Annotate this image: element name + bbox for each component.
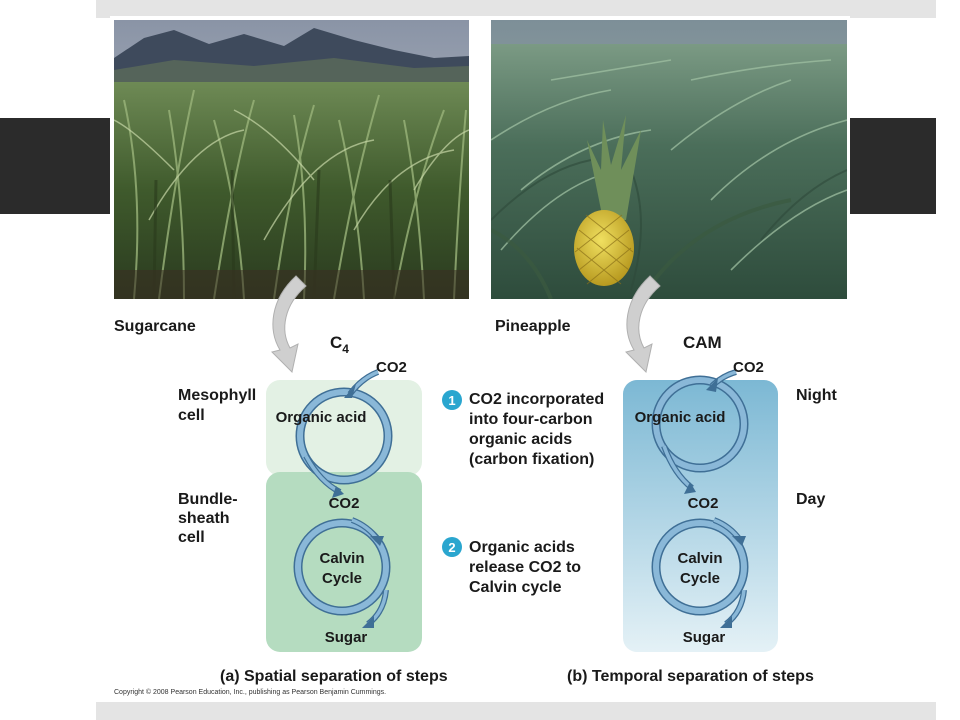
step1-line1: CO2 incorporated xyxy=(469,391,604,408)
step2-line1: Organic acids xyxy=(469,539,575,556)
bundle-label-line3: cell xyxy=(178,529,205,546)
c4-organic-acid-cycle xyxy=(295,387,393,485)
step2-line2: release CO2 to xyxy=(469,559,581,576)
step1-line4: (carbon fixation) xyxy=(469,451,594,468)
cam-heading: CAM xyxy=(683,333,722,352)
step2-number: 2 xyxy=(448,540,455,555)
night-label: Night xyxy=(796,387,838,404)
background-strip-top xyxy=(96,0,936,18)
dark-band-left xyxy=(0,118,110,214)
step1-number: 1 xyxy=(448,393,455,408)
step2-line3: Calvin cycle xyxy=(469,579,562,596)
sugarcane-photo xyxy=(114,20,469,299)
c4-co2-mid-label: CO2 xyxy=(329,495,360,512)
dark-band-right xyxy=(850,118,936,214)
c4-calvin-label-line1: Calvin xyxy=(319,550,364,567)
background-strip-bottom xyxy=(96,702,936,720)
cam-organic-acid-cycle xyxy=(651,375,749,473)
sugarcane-pointer-arrow xyxy=(271,275,307,374)
pineapple-caption: Pineapple xyxy=(495,318,571,335)
cam-caption: (b) Temporal separation of steps xyxy=(567,668,814,685)
cam-calvin-cycle xyxy=(651,518,749,616)
c4-calvin-label-line2: Cycle xyxy=(322,570,362,587)
step2-badge xyxy=(442,537,462,557)
cam-calvin-label-line2: Cycle xyxy=(680,570,720,587)
c4-co2-input-arrowhead xyxy=(344,384,356,398)
c4-sugar-label: Sugar xyxy=(325,629,368,646)
c4-caption: (a) Spatial separation of steps xyxy=(220,668,448,685)
copyright-text: Copyright © 2008 Pearson Education, Inc.… xyxy=(114,689,387,696)
cam-co2-top-label: CO2 xyxy=(733,359,764,376)
mesophyll-label-line1: Mesophyll xyxy=(178,387,256,404)
step1-line3: organic acids xyxy=(469,431,572,448)
c4-calvin-cycle xyxy=(293,518,391,616)
c4-organic-acid-label: Organic acid xyxy=(276,409,367,426)
cam-organic-acid-label: Organic acid xyxy=(635,409,726,426)
pineapple-photo xyxy=(491,20,847,299)
step1-line2: into four-carbon xyxy=(469,411,593,428)
bundle-label-line2: sheath xyxy=(178,510,230,527)
day-label: Day xyxy=(796,491,825,508)
step1-badge xyxy=(442,390,462,410)
cam-co2-mid-label: CO2 xyxy=(688,495,719,512)
pineapple-pointer-arrow xyxy=(625,275,661,374)
cam-sugar-label: Sugar xyxy=(683,629,726,646)
mesophyll-label-line2: cell xyxy=(178,407,205,424)
sugarcane-caption: Sugarcane xyxy=(114,318,196,335)
bundle-label-line1: Bundle- xyxy=(178,491,238,508)
c4-co2-top-label: CO2 xyxy=(376,359,407,376)
c4-heading: C4 xyxy=(330,333,349,356)
cam-calvin-label-line1: Calvin xyxy=(677,550,722,567)
